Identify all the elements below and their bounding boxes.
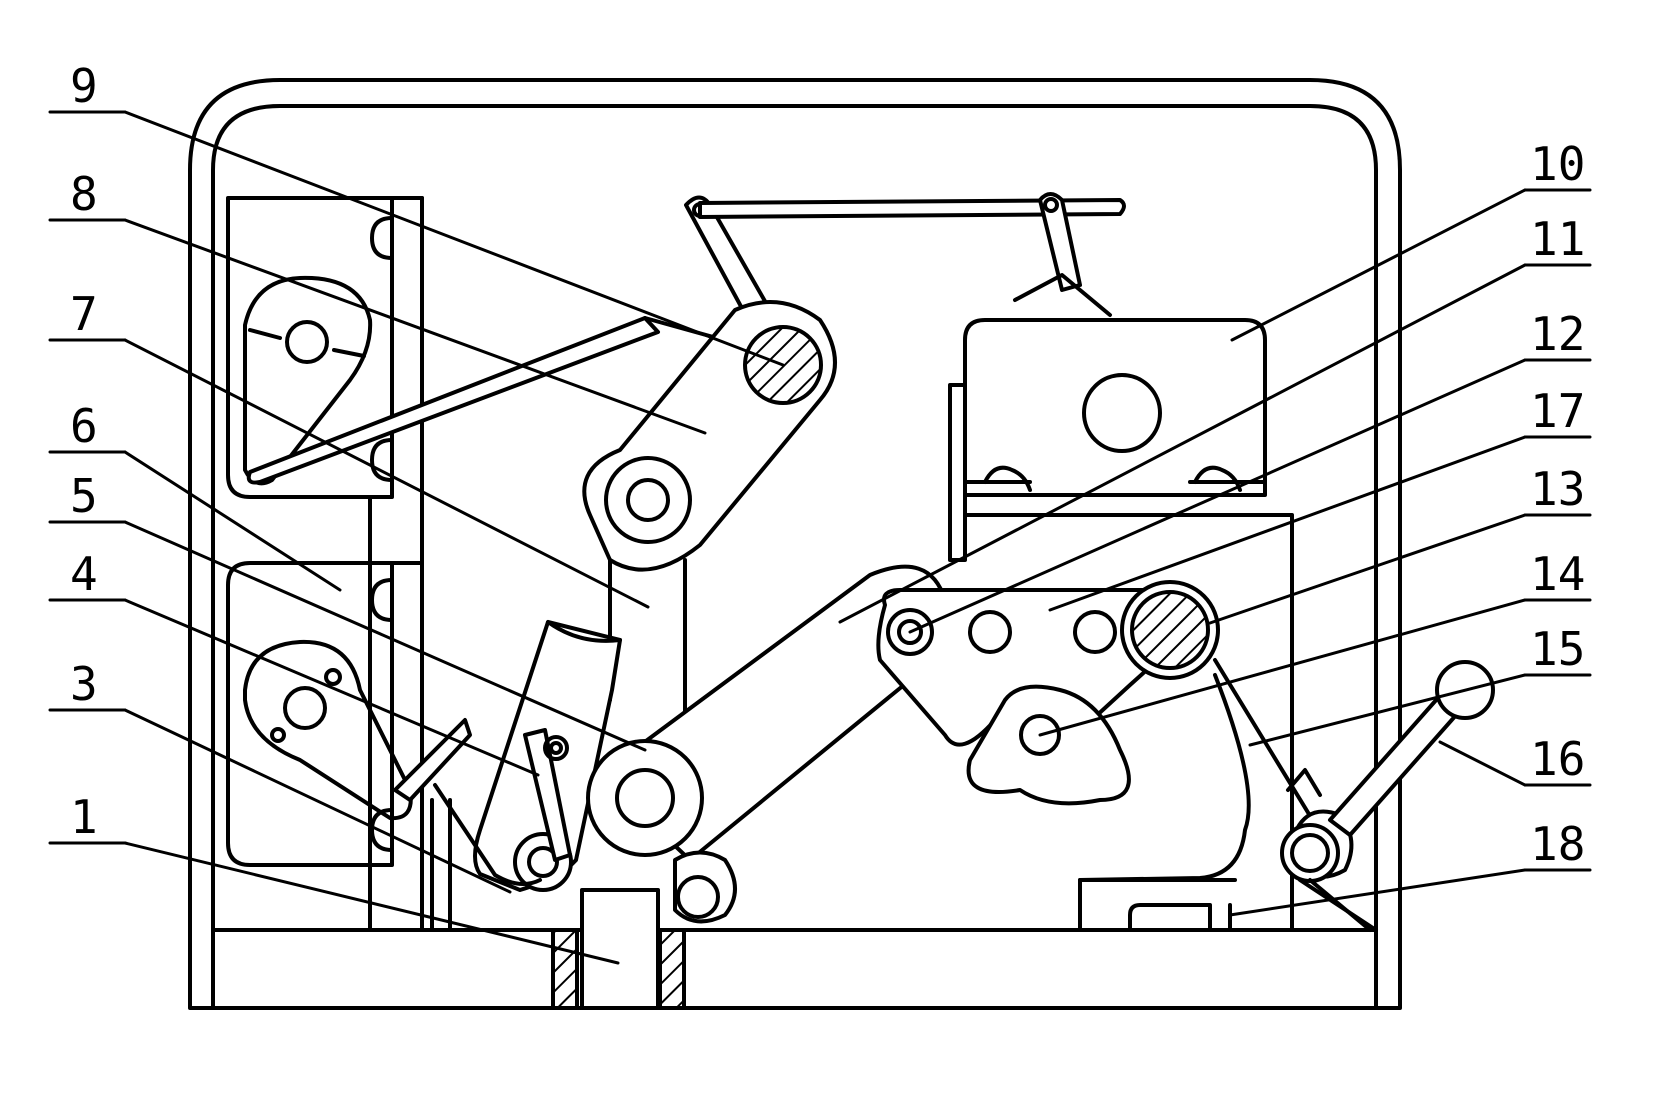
label-3: 3	[70, 657, 98, 711]
pivot-plate	[876, 580, 1220, 806]
label-15: 15	[1530, 622, 1585, 676]
label-4: 4	[70, 547, 98, 601]
label-17: 17	[1530, 384, 1585, 438]
left-upper-module	[226, 196, 424, 499]
label-5: 5	[70, 469, 98, 523]
label-9: 9	[70, 59, 98, 113]
swing-lever	[1078, 658, 1495, 932]
label-6: 6	[70, 399, 98, 453]
main-arm	[582, 300, 837, 722]
label-12: 12	[1530, 307, 1585, 361]
label-7: 7	[70, 287, 98, 341]
right-block	[948, 318, 1294, 932]
label-18: 18	[1530, 817, 1585, 871]
label-16: 16	[1530, 732, 1585, 786]
label-8: 8	[70, 167, 98, 221]
leader-lines	[48, 110, 1592, 965]
label-1: 1	[70, 790, 98, 844]
housing	[188, 78, 1402, 1010]
label-10: 10	[1530, 137, 1585, 191]
contact-assembly	[393, 620, 622, 892]
label-14: 14	[1530, 547, 1585, 601]
bottom-terminal	[551, 888, 686, 1010]
spacer-column	[420, 495, 452, 932]
label-13: 13	[1530, 462, 1585, 516]
left-lower-module	[226, 495, 424, 932]
part-labels: 9 8 7 6 5 4 3 1 10 11 12 17 13 14 15 16 …	[70, 59, 1585, 871]
label-11: 11	[1530, 212, 1585, 266]
